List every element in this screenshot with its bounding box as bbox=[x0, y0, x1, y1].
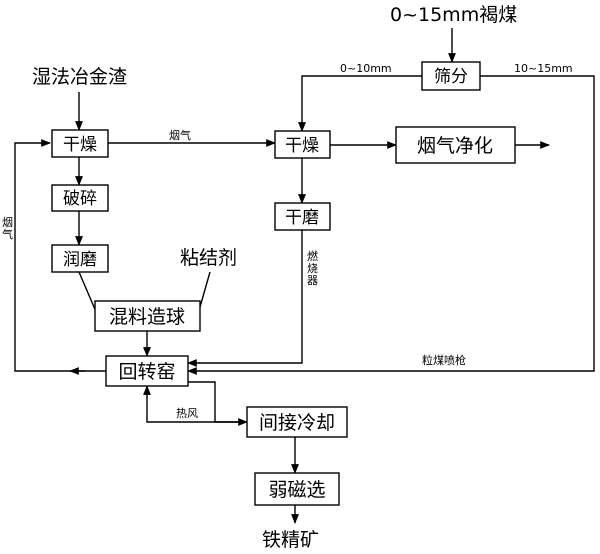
label-product: 铁精矿 bbox=[262, 529, 319, 551]
box-cooling bbox=[246, 406, 348, 438]
label-coal-gun: 粒煤喷枪 bbox=[422, 353, 466, 367]
label-cooling: 间接冷却 bbox=[259, 412, 335, 434]
process-boxes bbox=[51, 61, 516, 506]
label-input-binder: 粘结剂 bbox=[180, 247, 237, 269]
label-kiln: 回转窑 bbox=[118, 361, 175, 383]
box-gas-clean bbox=[395, 126, 516, 164]
label-left-dry: 干燥 bbox=[63, 135, 97, 155]
arrow-fluegas-loop bbox=[14, 139, 106, 372]
box-left-dry bbox=[51, 129, 109, 158]
label-crush: 破碎 bbox=[63, 189, 97, 209]
label-wet-mill: 润磨 bbox=[63, 250, 97, 270]
line-wetmill-to-pelletize bbox=[78, 271, 98, 315]
label-burner: 燃烧器 bbox=[307, 249, 318, 287]
box-wet-mill bbox=[51, 244, 109, 273]
box-magnetic bbox=[254, 472, 340, 506]
box-right-dry bbox=[274, 130, 331, 159]
label-magnetic: 弱磁选 bbox=[268, 479, 325, 501]
label-flue-gas-top: 烟气 bbox=[169, 128, 191, 142]
label-input-slag: 湿法冶金渣 bbox=[32, 66, 127, 88]
connectors bbox=[14, 28, 595, 524]
label-size-coarse: 10~15mm bbox=[514, 62, 573, 75]
label-size-fine: 0~10mm bbox=[340, 62, 392, 75]
free-labels: 湿法冶金渣 0~15mm褐煤 粘结剂 铁精矿 烟气 0~10mm 10~15mm… bbox=[2, 4, 573, 551]
box-kiln bbox=[105, 355, 189, 387]
label-flue-gas-left: 烟气 bbox=[2, 215, 13, 241]
label-pelletize: 混料造球 bbox=[109, 306, 185, 328]
box-pelletize bbox=[94, 300, 201, 332]
label-screen: 筛分 bbox=[434, 67, 468, 87]
box-dry-mill bbox=[274, 202, 331, 231]
label-right-dry: 干燥 bbox=[285, 136, 319, 156]
arrow-hotair-return bbox=[143, 385, 247, 423]
arrow-drymill-to-kiln bbox=[187, 230, 303, 367]
box-crush bbox=[51, 184, 109, 212]
label-gas-clean: 烟气净化 bbox=[417, 135, 493, 157]
arrow-screen-coarse bbox=[187, 75, 595, 375]
label-hot-air: 热风 bbox=[176, 407, 198, 420]
label-input-coal: 0~15mm褐煤 bbox=[390, 4, 517, 26]
arrow-screen-fine bbox=[298, 75, 422, 132]
box-screen bbox=[421, 61, 481, 91]
label-dry-mill: 干磨 bbox=[285, 208, 319, 228]
box-labels: 干燥 破碎 润磨 混料造球 回转窑 筛分 干燥 干磨 烟气净化 间接冷却 弱磁选 bbox=[63, 67, 493, 501]
